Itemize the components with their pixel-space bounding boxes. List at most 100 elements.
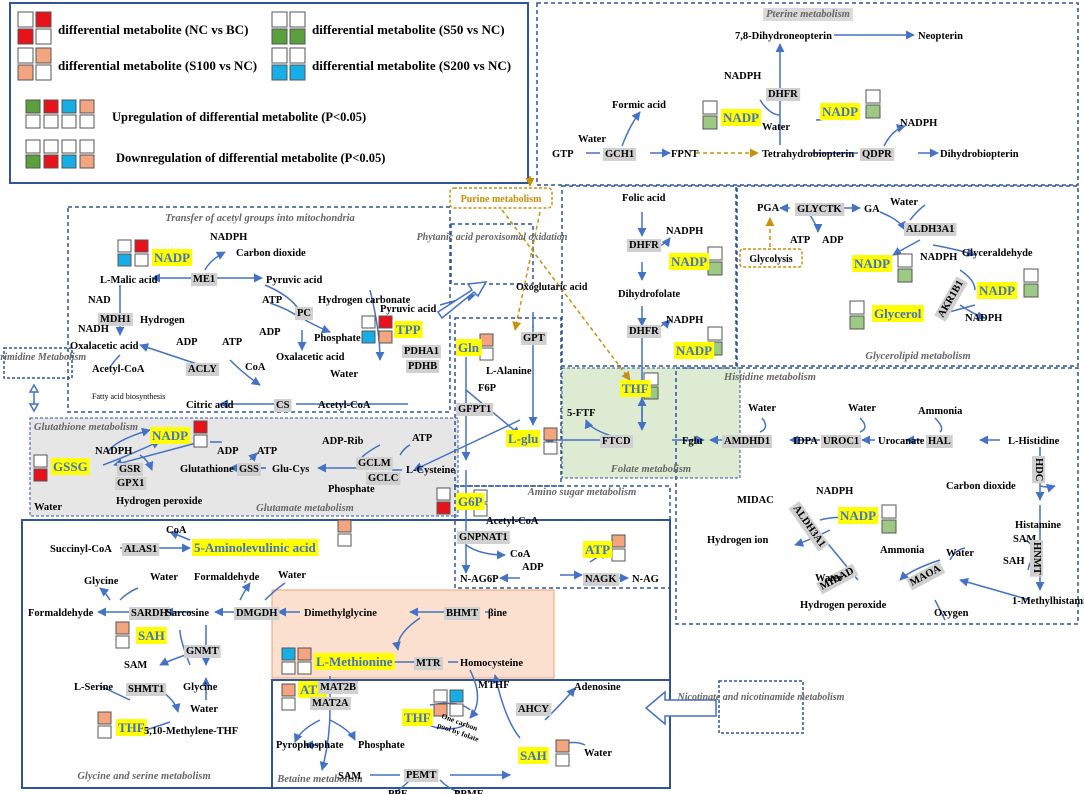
metabolite-nadp-folate-2-box [674, 342, 715, 359]
enzyme-dmgdh-box [234, 607, 280, 620]
compound-water-pterine-1: Water [578, 134, 606, 145]
metabolite-tpp-box [394, 321, 423, 338]
enzyme-amdhd1: AMDHD1 [724, 436, 770, 447]
enzyme-gss: GSS [239, 464, 259, 475]
enzyme-hdc-box [1032, 456, 1045, 484]
enzyme-mat2b-box [318, 681, 358, 694]
legend-s100-nc: differential metabolite (S100 vs NC) [58, 58, 257, 73]
enzyme-nagk: NAGK [585, 574, 617, 585]
compound-betaine: βine [488, 608, 507, 619]
enzyme-ftcd: FTCD [602, 436, 631, 447]
compound-l-serine: L-Serine [74, 682, 113, 693]
enzyme-shmt1-box [126, 683, 167, 696]
legend-upregulation: Upregulation of differential metabolite … [112, 110, 366, 124]
enzyme-ahcy-box [516, 703, 552, 716]
enzyme-pdha1: PDHA1 [404, 346, 439, 357]
enzyme-mat2a-box [310, 697, 351, 710]
metabolite-nadp-histidine: NADP [840, 508, 876, 523]
compound-l-alanine: L-Alanine [486, 366, 532, 377]
metabolite-nadp-pterine-1: NADP [723, 110, 759, 125]
metabolite-atp-amino: ATP [585, 542, 610, 557]
enzyme-gnpnat1: GNPNAT1 [459, 532, 508, 543]
enzyme-gclc-box [366, 472, 401, 485]
compound-nadph-folate-2: NADPH [666, 315, 703, 326]
compound-fglu: Fglu [682, 436, 703, 447]
compound-pyruvic-acetyl-2: Pyruvic acid [380, 304, 436, 315]
compound-nadph-pterine-1: NADPH [724, 71, 761, 82]
metabolite-nadp-glycerolipid-1: NADP [854, 256, 890, 271]
metabolite-thf-glycine: THF [118, 720, 145, 735]
legend-s50-nc: differential metabolite (S50 vs NC) [312, 22, 505, 37]
pathway-pyrimidine: Pyrimidine Metabolism [0, 352, 86, 363]
compound-dihydroneopterin: 7,8-Dihydroneopterin [735, 31, 832, 42]
enzyme-gsr-box [117, 463, 144, 476]
metabolite-sah-betaine-box [518, 747, 549, 764]
enzyme-gpt-box [521, 332, 547, 345]
compound-coa-glycine: CoA [166, 525, 187, 536]
purine-links [501, 148, 775, 381]
metabolite-tpp: TPP [396, 322, 421, 337]
folate-frame [561, 185, 737, 367]
enzyme-nagk-box [583, 573, 620, 586]
enzyme-gpx1: GPX1 [117, 478, 144, 489]
compound-carbon-dioxide-hist: Carbon dioxide [946, 481, 1016, 492]
amino-sugar-frame [454, 317, 562, 487]
compound-acetyl-coa-amino: Acetyl-CoA [486, 516, 539, 527]
compound-ammonia-histidine: Ammonia [918, 406, 963, 417]
pyrimidine-hollow-arrow [28, 383, 40, 413]
compound-water-histidine-4: Water [815, 573, 843, 584]
pathway-glutathione: Glutathione metabolism [34, 422, 138, 433]
metabolite-indicators [33, 89, 1039, 767]
metabolite-gln: Gln [458, 340, 480, 355]
metabolite-nadp-folate-1: NADP [671, 254, 707, 269]
compound-oxoglutaric: Oxoglutaric acid [516, 282, 588, 293]
enzyme-dhfr-pterine-box [766, 88, 801, 101]
compound-adenosine: Adenosine [574, 682, 621, 693]
compound-water-glycine-3: Water [190, 704, 218, 715]
enzyme-dhfr-folate-1: DHFR [629, 240, 659, 251]
enzyme-hal: HAL [928, 436, 951, 447]
compound-l-cysteine: L-Cysteine [406, 465, 455, 476]
enzyme-maoa-box [906, 561, 946, 591]
enzyme-akr1b1: AKR1B1 [936, 279, 966, 320]
compound-dimethylglycine: Dimethylglycine [304, 608, 377, 619]
enzyme-dhfr-folate-2-box [627, 325, 662, 338]
enzyme-sardh: SARDH [131, 608, 168, 619]
pyrimidine-frame [3, 347, 73, 379]
enzyme-pdha1-box [402, 345, 441, 358]
enzyme-mdad-box [816, 563, 859, 595]
metabolite-g6p-box [456, 493, 485, 510]
compound-hydrogen-carbonate: Hydrogen carbonate [318, 295, 411, 306]
compound-methylene-thf: 5,10-Methylene-THF [144, 726, 238, 737]
legend-frame [9, 2, 529, 184]
glycerolipid-frame [736, 185, 1079, 367]
metabolite-nadp-glutathione-box [150, 427, 191, 444]
metabolite-sah-betaine: SAH [520, 748, 547, 763]
compound-atp-glutamate-2: ATP [412, 433, 433, 444]
compound-adp-rib: ADP-Rib [322, 436, 364, 447]
phytanic-frame [450, 223, 534, 285]
pathway-phytanic-1: Phytanic acid peroxisomal oxidation [417, 232, 568, 243]
enzyme-gfpt1-box [456, 403, 494, 416]
enzyme-ftcd-box [600, 435, 633, 448]
compound-nadph-glutathione: NADPH [95, 446, 132, 457]
enzyme-glyctk-box [795, 203, 845, 216]
metabolite-5-ala: 5-Aminolevulinic acid [194, 540, 316, 555]
compound-methylhistamine: 1-Methylhistamine [1012, 596, 1084, 607]
metabolite-nadp-histidine-box [838, 507, 879, 524]
compound-oxalacetic-1: Oxalacetic acid [70, 341, 139, 352]
metabolite-nadp-acetyl: NADP [154, 250, 190, 265]
pathway-glycerolipid: Glycerolipid metabolism [865, 351, 970, 362]
metabolite-l-methionine: L-Methionine [316, 654, 393, 669]
compound-pga: PGA [757, 203, 780, 214]
enzyme-dhfr-folate-2: DHFR [629, 326, 659, 337]
pathway-acetyl: Transfer of acetyl groups into mitochond… [165, 213, 355, 224]
compound-acetyl-coa-2: Acetyl-CoA [318, 400, 371, 411]
enzyme-hal-box [926, 435, 953, 448]
enzyme-shmt1: SHMT1 [128, 684, 164, 695]
enzyme-bhmt-box [444, 607, 481, 620]
enzyme-gclm: GCLM [358, 458, 391, 469]
enzyme-pc-box [295, 307, 313, 320]
nicotinate-frame [718, 680, 804, 734]
compound-water-histidine-1: Water [748, 403, 776, 414]
